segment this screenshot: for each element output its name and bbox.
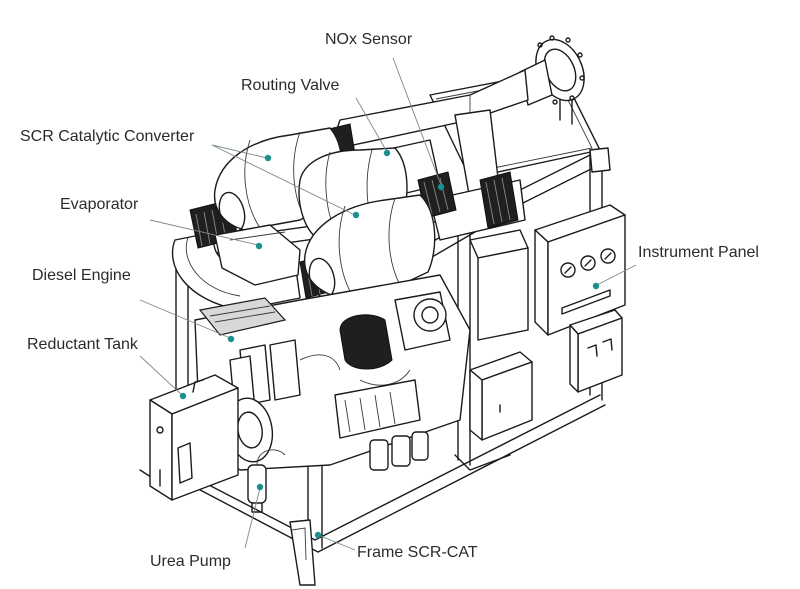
marker-nox-sensor — [437, 183, 445, 191]
marker-instrument-panel — [592, 282, 600, 290]
leader-routing-valve — [355, 97, 388, 153]
label-urea-pump: Urea Pump — [150, 553, 231, 570]
leader-nox-sensor — [392, 57, 442, 186]
label-instrument-panel: Instrument Panel — [638, 244, 759, 261]
label-diesel-engine: Diesel Engine — [32, 267, 131, 284]
marker-frame — [314, 531, 322, 539]
marker-scr-converter-lower — [352, 211, 360, 219]
instrument-panel-box — [534, 204, 626, 336]
urea-pump-body — [247, 449, 286, 513]
leader-frame — [317, 534, 356, 551]
label-reductant-tank: Reductant Tank — [27, 336, 138, 353]
reductant-tank-body — [149, 374, 239, 501]
leader-evaporator — [149, 219, 259, 246]
marker-urea-pump — [256, 483, 264, 491]
label-scr-catalytic-converter: SCR Catalytic Converter — [20, 128, 195, 145]
marker-dots — [179, 149, 600, 539]
label-frame-scr-cat: Frame SCR-CAT — [357, 544, 478, 561]
marker-scr-converter-upper — [264, 154, 272, 162]
leader-scr-converter — [211, 144, 356, 216]
label-nox-sensor: NOx Sensor — [325, 31, 413, 48]
leader-urea-pump — [244, 487, 261, 549]
leader-instrument-panel — [596, 264, 637, 286]
leader-lines — [139, 57, 637, 551]
leader-reductant-tank — [139, 355, 183, 396]
marker-evaporator — [255, 242, 263, 250]
marker-routing-valve — [383, 149, 391, 157]
rear-enclosure — [469, 229, 529, 341]
leader-diesel-engine — [139, 299, 231, 339]
label-routing-valve: Routing Valve — [241, 77, 340, 94]
scr-converter-lower — [303, 194, 436, 299]
control-boxes — [469, 309, 623, 441]
exhaust-flange — [519, 35, 585, 106]
marker-reductant-tank — [179, 392, 187, 400]
marker-diesel-engine — [227, 335, 235, 343]
label-evaporator: Evaporator — [60, 196, 139, 213]
